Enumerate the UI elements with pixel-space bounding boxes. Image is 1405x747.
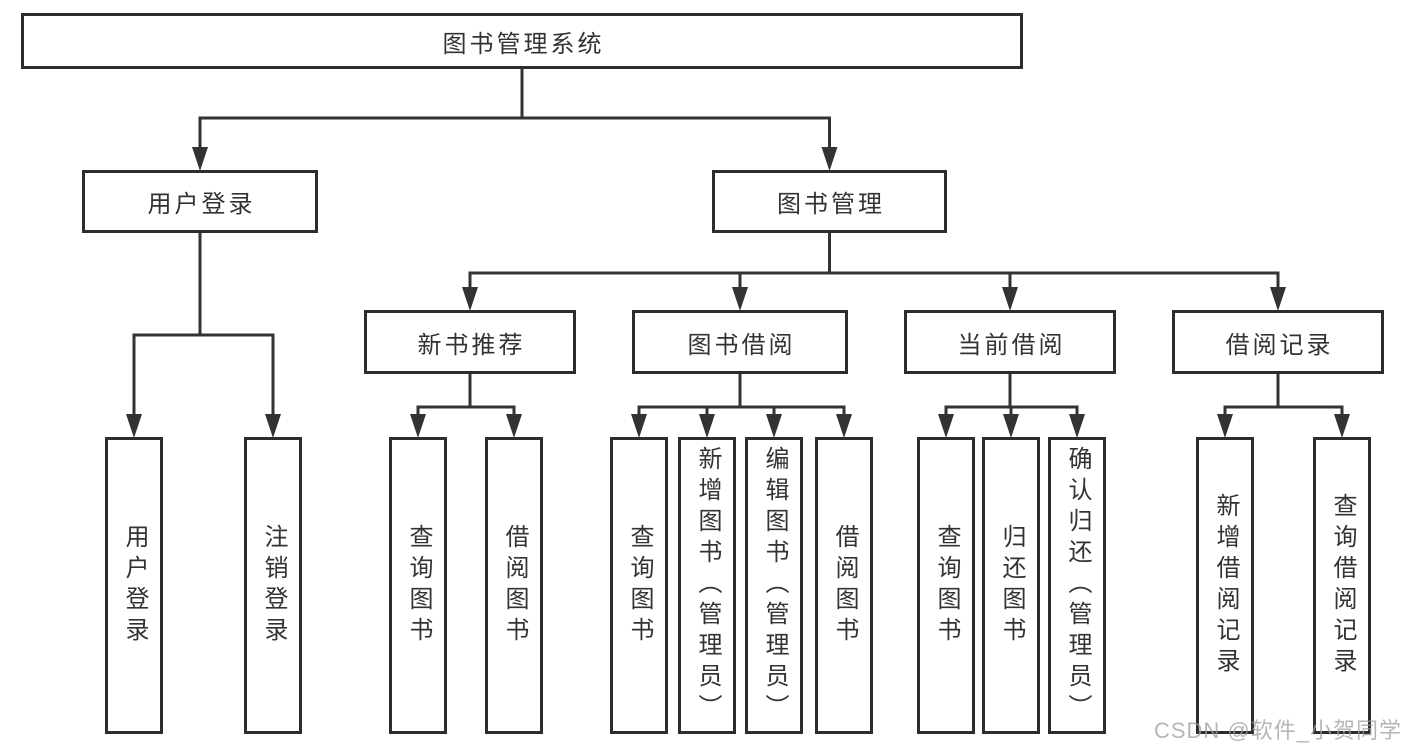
node-label: 查询图书 bbox=[933, 523, 960, 648]
node-label: 当前借阅 bbox=[957, 331, 1066, 359]
node-label: 注销登录 bbox=[260, 523, 287, 648]
node-label: 查询图书 bbox=[626, 523, 653, 648]
node-cb-return: 归还图书 bbox=[982, 437, 1040, 734]
arrowhead-icon bbox=[1003, 414, 1019, 438]
node-new-book-rec: 新书推荐 bbox=[364, 310, 576, 374]
node-nb-borrow: 借阅图书 bbox=[485, 437, 543, 734]
node-user-login: 用户登录 bbox=[82, 170, 318, 233]
watermark-text: CSDN @软件_小贺同学 bbox=[1153, 718, 1402, 743]
arrowhead-icon bbox=[938, 414, 954, 438]
node-bb-edit: 编辑图书（管理员） bbox=[745, 437, 803, 734]
node-book-borrow: 图书借阅 bbox=[632, 310, 848, 374]
node-label: 归还图书 bbox=[998, 523, 1025, 648]
node-label: 编辑图书（管理员） bbox=[761, 446, 788, 725]
arrowhead-icon bbox=[821, 147, 838, 171]
node-label: 借阅图书 bbox=[831, 523, 858, 648]
node-label: 用户登录 bbox=[147, 191, 256, 218]
arrowhead-icon bbox=[265, 414, 281, 438]
arrowhead-icon bbox=[699, 414, 715, 438]
node-label: 新增图书（管理员） bbox=[694, 446, 721, 725]
node-root: 图书管理系统 bbox=[21, 13, 1023, 69]
arrowhead-icon bbox=[1069, 414, 1085, 438]
node-label: 图书管理系统 bbox=[442, 30, 605, 58]
arrowhead-icon bbox=[1334, 414, 1350, 438]
arrowhead-icon bbox=[1217, 414, 1233, 438]
node-logout-op: 注销登录 bbox=[244, 437, 302, 734]
node-bb-add: 新增图书（管理员） bbox=[678, 437, 736, 734]
node-br-add: 新增借阅记录 bbox=[1196, 437, 1254, 734]
node-label: 图书借阅 bbox=[687, 331, 796, 359]
node-book-mgmt: 图书管理 bbox=[712, 170, 947, 233]
node-nb-query: 查询图书 bbox=[389, 437, 447, 734]
arrowhead-icon bbox=[1002, 287, 1018, 311]
node-label: 新书推荐 bbox=[417, 331, 526, 359]
arrowhead-icon bbox=[126, 414, 142, 438]
node-br-query: 查询借阅记录 bbox=[1313, 437, 1371, 734]
node-borrow-records: 借阅记录 bbox=[1172, 310, 1384, 374]
node-label: 确认归还（管理员） bbox=[1064, 446, 1091, 725]
node-label: 查询图书 bbox=[405, 523, 432, 648]
node-current-borrow: 当前借阅 bbox=[904, 310, 1116, 374]
arrowhead-icon bbox=[462, 287, 478, 311]
node-cb-query: 查询图书 bbox=[917, 437, 975, 734]
arrowhead-icon bbox=[192, 147, 208, 171]
arrowhead-icon bbox=[631, 414, 647, 438]
node-login-op: 用户登录 bbox=[105, 437, 163, 734]
node-bb-query: 查询图书 bbox=[610, 437, 668, 734]
node-bb-borrow: 借阅图书 bbox=[815, 437, 873, 734]
arrowhead-icon bbox=[836, 414, 852, 438]
node-label: 新增借阅记录 bbox=[1212, 492, 1239, 679]
node-label: 借阅记录 bbox=[1225, 331, 1334, 359]
node-label: 图书管理 bbox=[777, 191, 885, 218]
arrowhead-icon bbox=[732, 287, 748, 311]
node-label: 查询借阅记录 bbox=[1329, 492, 1356, 679]
node-label: 用户登录 bbox=[121, 523, 148, 648]
arrowhead-icon bbox=[410, 414, 426, 438]
node-label: 借阅图书 bbox=[501, 523, 528, 648]
arrowhead-icon bbox=[1270, 287, 1286, 311]
arrowhead-icon bbox=[766, 414, 782, 438]
node-cb-confirm: 确认归还（管理员） bbox=[1048, 437, 1106, 734]
arrowhead-icon bbox=[506, 414, 522, 438]
